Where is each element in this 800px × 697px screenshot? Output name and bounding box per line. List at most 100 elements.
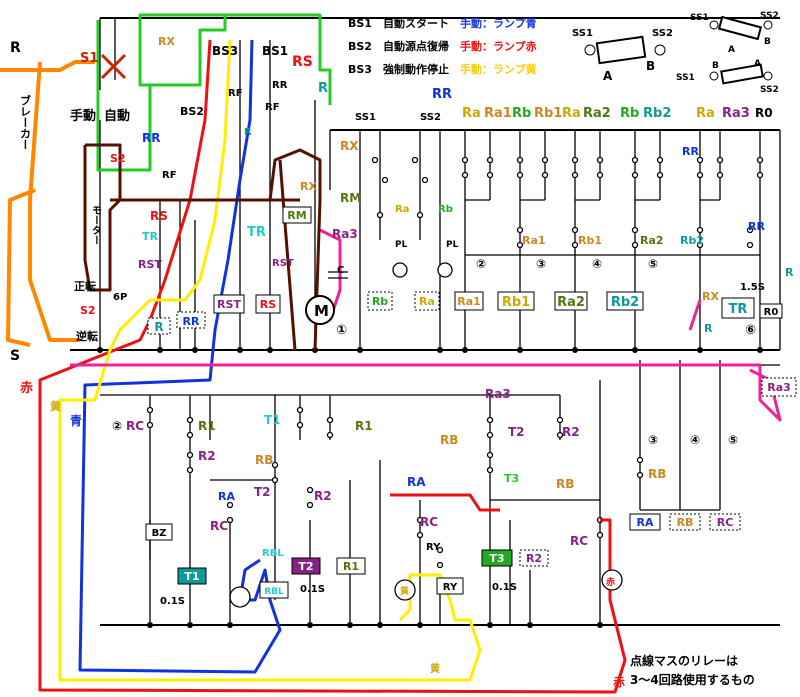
green-wire: [96, 13, 332, 172]
svg-text:SS1: SS1: [355, 112, 376, 123]
svg-text:1.5S: 1.5S: [740, 282, 765, 293]
svg-text:RB: RB: [255, 453, 273, 467]
svg-text:S2: S2: [80, 304, 96, 317]
box-r0: R0: [759, 303, 783, 319]
svg-text:Ra3: Ra3: [485, 387, 511, 401]
box-rbl: RBL: [259, 581, 289, 599]
svg-text:RS: RS: [260, 298, 276, 311]
svg-text:R: R: [318, 81, 328, 96]
svg-text:RC: RC: [210, 519, 228, 533]
svg-text:黄: 黄: [430, 662, 440, 675]
svg-text:②: ②: [112, 419, 122, 433]
svg-text:Rb: Rb: [620, 106, 639, 121]
svg-text:S2: S2: [110, 152, 126, 165]
svg-text:自動: 自動: [104, 108, 130, 124]
svg-text:RX: RX: [158, 35, 175, 48]
box-t3: T3: [481, 549, 513, 567]
svg-text:R2: R2: [526, 552, 542, 565]
svg-text:Ra2: Ra2: [557, 295, 585, 310]
svg-text:RY: RY: [426, 542, 441, 553]
svg-text:RB: RB: [648, 467, 666, 481]
svg-text:TR: TR: [247, 225, 266, 240]
svg-text:R0: R0: [764, 307, 779, 318]
box-r1: R1: [336, 557, 366, 575]
svg-text:PL: PL: [395, 240, 408, 250]
svg-text:R: R: [244, 127, 252, 138]
svg-text:Ra: Ra: [462, 106, 481, 121]
colored-wires: [0, 13, 782, 694]
box-rr-left: RR: [176, 311, 206, 329]
svg-text:RC: RC: [570, 534, 588, 548]
svg-text:RF: RF: [228, 88, 243, 99]
svg-text:PL: PL: [446, 240, 459, 250]
svg-text:T1: T1: [264, 413, 281, 427]
svg-text:SS1: SS1: [572, 28, 593, 39]
bottom-contacts: [146, 406, 644, 569]
svg-text:RA: RA: [218, 490, 235, 503]
sensor-diagram: [584, 15, 773, 85]
svg-text:BZ: BZ: [152, 528, 167, 539]
svg-text:SS2: SS2: [420, 112, 441, 123]
svg-text:Ra: Ra: [419, 295, 435, 308]
top-contacts: [371, 156, 764, 249]
svg-text:B: B: [646, 59, 655, 73]
svg-text:モーター: モーター: [90, 205, 102, 245]
svg-text:RR: RR: [183, 315, 200, 328]
svg-text:S1: S1: [80, 51, 98, 66]
svg-text:B: B: [712, 61, 719, 71]
svg-text:RA: RA: [637, 516, 654, 529]
svg-text:RR: RR: [748, 220, 765, 233]
svg-text:RR: RR: [682, 145, 699, 158]
svg-text:赤: 赤: [20, 380, 33, 396]
svg-text:RX: RX: [702, 290, 719, 303]
box-rs: RS: [255, 294, 281, 314]
box-r-left: R: [147, 317, 171, 335]
svg-text:A: A: [754, 59, 761, 69]
svg-text:TR: TR: [729, 302, 748, 317]
svg-text:R: R: [785, 266, 794, 279]
box-ry: RY: [436, 577, 464, 595]
svg-text:T3: T3: [489, 552, 504, 565]
box-rb-bottom: RB: [669, 513, 701, 531]
svg-text:RB: RB: [677, 516, 694, 529]
svg-text:青: 青: [232, 593, 241, 605]
svg-text:RC: RC: [420, 515, 438, 529]
svg-text:③: ③: [648, 433, 658, 447]
svg-text:C: C: [337, 265, 344, 276]
labels: BS1 自動スタート BS2 自動源点復帰 BS3 強制動作停止 手動：ランプ青…: [10, 11, 794, 689]
svg-text:RM: RM: [287, 209, 306, 222]
bus-lines: [70, 17, 780, 626]
svg-text:④: ④: [592, 257, 602, 271]
box-ra-bottom: RA: [629, 513, 661, 531]
svg-text:Rb1: Rb1: [578, 234, 602, 247]
svg-text:RR: RR: [432, 87, 452, 102]
svg-text:SS2: SS2: [760, 85, 779, 95]
svg-text:SS1: SS1: [690, 13, 709, 23]
box-t2: T2: [291, 557, 321, 575]
svg-text:RM: RM: [340, 191, 361, 205]
box-rb2: Rb2: [606, 291, 644, 311]
svg-text:R: R: [704, 322, 713, 335]
legend-manual-blue: 手動：ランプ青: [460, 16, 537, 30]
svg-text:R0: R0: [755, 106, 773, 120]
box-r2: R2: [519, 549, 549, 567]
pilot-lamp-1: [392, 262, 408, 278]
motor-symbol: [305, 295, 335, 325]
svg-text:Ra1: Ra1: [484, 106, 512, 121]
svg-text:Ra2: Ra2: [583, 106, 611, 121]
svg-text:R: R: [10, 40, 21, 56]
svg-text:Ra3: Ra3: [332, 227, 358, 241]
svg-text:Rb2: Rb2: [643, 106, 671, 121]
svg-text:RS: RS: [292, 54, 313, 70]
svg-text:Rb2: Rb2: [611, 295, 639, 310]
svg-text:Ra3: Ra3: [767, 381, 791, 394]
box-t1: T1: [177, 567, 207, 585]
svg-text:A: A: [728, 45, 735, 55]
box-bz: BZ: [145, 523, 173, 541]
legend-bs3: BS3 強制動作停止: [348, 62, 449, 76]
svg-text:SS2: SS2: [652, 28, 673, 39]
svg-text:③: ③: [536, 257, 546, 271]
svg-text:手動: 手動: [70, 108, 96, 124]
svg-text:T3: T3: [504, 472, 519, 485]
